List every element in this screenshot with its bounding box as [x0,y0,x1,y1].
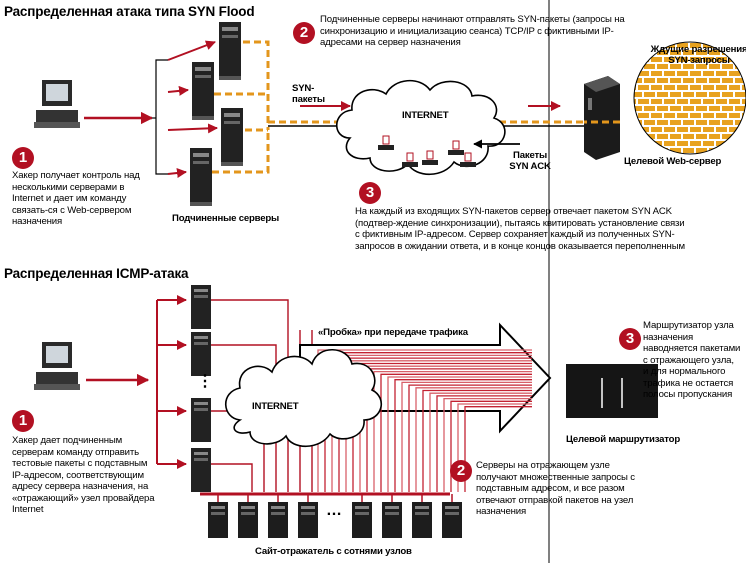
router-icon [566,364,658,418]
icmp-step-1-text: Хакер дает подчиненным серверам команду … [12,435,155,515]
icmp-title: Распределенная ICMP-атака [4,266,189,281]
label-traffic-jam: «Пробка» при передаче трафика [318,327,468,338]
control-arrows [167,40,218,178]
syn-step-2-text: Подчиненные серверы начинают отправлять … [320,14,625,48]
syn-step-1-text: Хакер получает контроль над несколькими … [12,170,140,227]
internet-cloud-icon [336,79,506,176]
slave-server-icon [191,285,211,492]
internet-cloud-icon [225,349,383,448]
label-synack-packets: Пакеты SYN ACK [509,150,551,172]
syn-step-1-badge: 1 [12,147,34,169]
hacker-computer-icon [34,80,80,128]
icmp-step-2-text: Серверы на отражающем узле получают множ… [476,460,635,517]
icmp-step-3-badge: 3 [619,328,641,350]
label-target-router: Целевой маршрутизатор [566,434,680,445]
syn-step-3-text: На каждый из входящих SYN-пакетов сервер… [355,206,685,252]
reflector-server-icon [208,494,462,538]
icmp-step-3-text: Маршрутизатор узла назначения наводняетс… [643,320,741,400]
label-syn-packets: SYN-пакеты [292,83,325,105]
ellipsis-vertical: ⋮ [197,373,213,390]
syn-step-2-badge: 2 [293,22,315,44]
label-target-web-server: Целевой Web-сервер [624,156,722,167]
hacker-computer-icon [34,342,80,390]
icmp-slave-bracket [156,295,187,469]
slave-bracket [155,59,168,175]
firewall-brick-wall-icon [633,41,746,155]
slave-server-icon [190,22,243,206]
label-reflector-site: Сайт-отражатель с сотнями узлов [255,546,412,557]
icmp-step-1-badge: 1 [12,410,34,432]
target-web-server-icon [584,76,620,160]
label-internet-icmp: INTERNET [252,401,299,412]
syn-spoofed-packets [378,135,476,167]
label-waiting-syn: Ждущие разрешения SYN-запросы [650,44,746,66]
syn-title: Распределенная атака типа SYN Flood [4,4,255,19]
label-slave-servers: Подчиненные серверы [172,213,279,224]
label-internet-syn: INTERNET [402,110,449,121]
ellipsis-horizontal: … [326,502,342,519]
icmp-step-2-badge: 2 [450,460,472,482]
syn-step-3-badge: 3 [359,182,381,204]
